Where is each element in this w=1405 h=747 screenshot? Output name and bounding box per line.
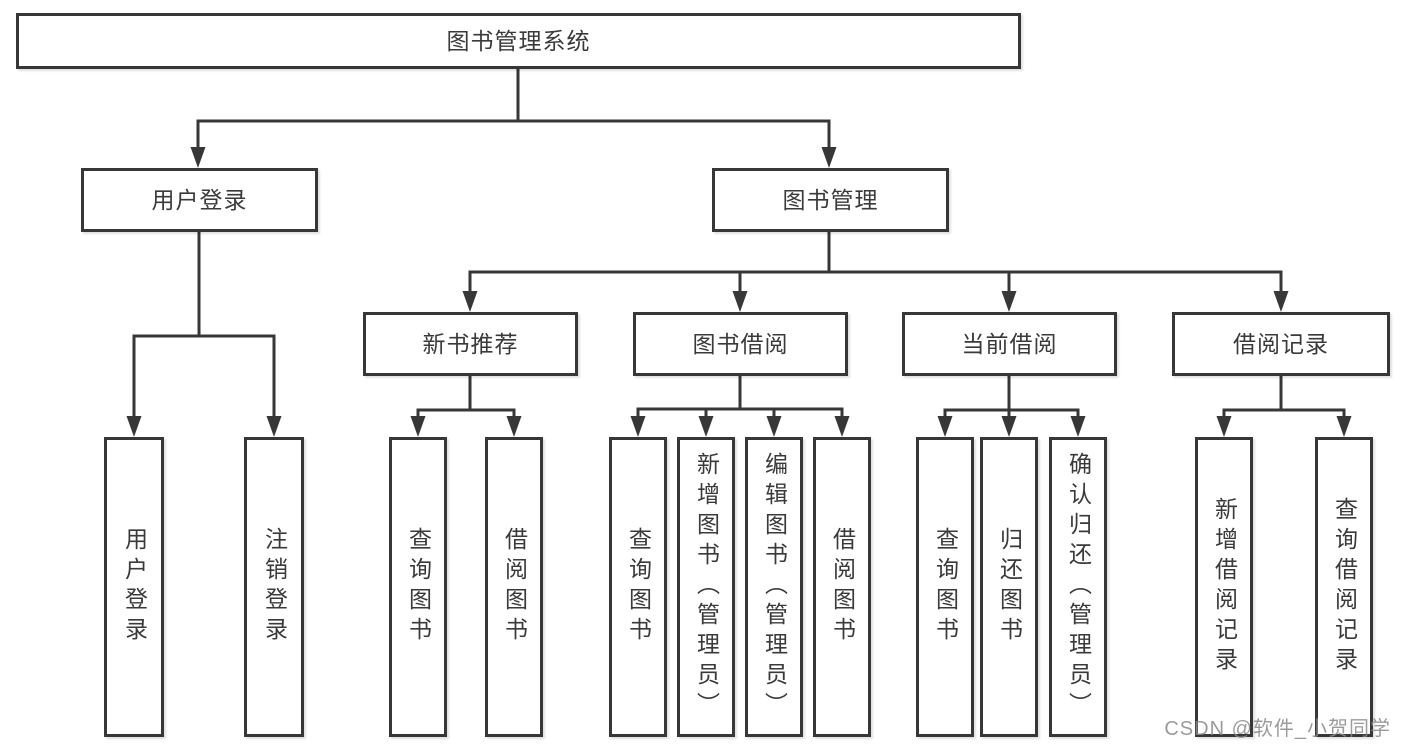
node-recommend-borrow-books: 借阅图书 (485, 437, 543, 737)
node-add-books-admin: 新增图书（管理员） (677, 437, 735, 737)
connector-current-borrowing-to-leaves (937, 376, 1086, 437)
node-query-borrow-record: 查询借阅记录 (1315, 437, 1373, 737)
node-user-login: 用户登录 (81, 168, 318, 232)
node-recommend-query-books: 查询图书 (389, 437, 447, 737)
node-library-management-system: 图书管理系统 (16, 13, 1021, 69)
connector-book-borrowing-to-leaves (630, 376, 850, 437)
connector-borrowing-records-to-leaves (1216, 376, 1352, 437)
node-confirm-return-admin: 确认归还（管理员） (1049, 437, 1107, 737)
connector-user-login-to-leaves (126, 232, 282, 437)
node-book-borrowing: 图书借阅 (633, 312, 848, 376)
node-current-query-books: 查询图书 (916, 437, 974, 737)
node-borrowing-records: 借阅记录 (1172, 312, 1390, 376)
node-return-books: 归还图书 (980, 437, 1038, 737)
node-leaf-user-login: 用户登录 (104, 437, 164, 737)
node-current-borrowing: 当前借阅 (902, 312, 1117, 376)
node-book-management: 图书管理 (712, 168, 949, 232)
node-edit-books-admin: 编辑图书（管理员） (745, 437, 803, 737)
connector-book-management-to-level3 (462, 232, 1289, 312)
csdn-watermark: CSDN @软件_小贺同学 (1164, 718, 1391, 740)
node-leaf-logout: 注销登录 (244, 437, 304, 737)
node-borrowing-borrow-books: 借阅图书 (813, 437, 871, 737)
connector-root-to-level2 (190, 69, 837, 168)
node-new-book-recommend: 新书推荐 (363, 312, 578, 376)
node-borrowing-query-books: 查询图书 (609, 437, 667, 737)
node-add-borrow-record: 新增借阅记录 (1195, 437, 1253, 737)
connector-new-book-recommend-to-leaves (410, 376, 522, 437)
